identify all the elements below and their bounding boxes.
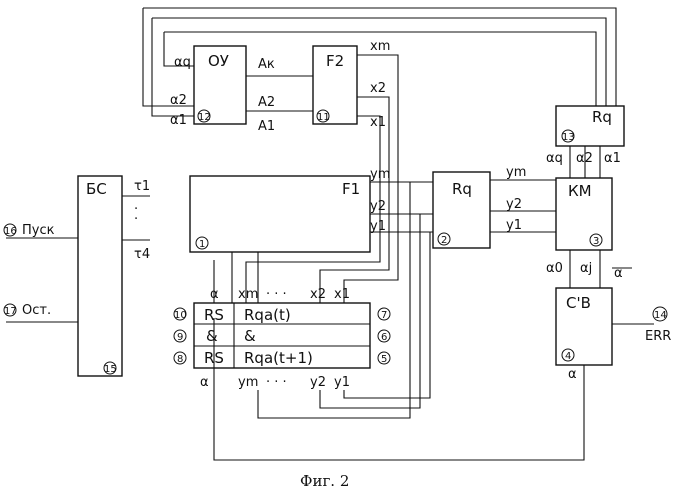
reg-bottom-dots: · · · <box>266 375 287 390</box>
km-in-aq: αq <box>546 151 563 166</box>
reg-row2-right: & <box>244 327 256 345</box>
ou-in-aq: αq <box>174 55 191 70</box>
cb-in-a0: α0 <box>546 261 563 276</box>
ost-number: 17 <box>4 306 17 317</box>
f2-out-x2: x2 <box>370 81 386 96</box>
reg-top-alpha: α <box>210 287 219 302</box>
wires <box>6 8 654 460</box>
rq2-out-y2: y2 <box>506 197 522 212</box>
block-rq-top: Rq 13 <box>556 106 624 146</box>
km-in-a1: α1 <box>604 151 621 166</box>
bs-box <box>78 176 122 376</box>
reg-bottom-alpha: α <box>200 375 209 390</box>
reg-row2-left: & <box>206 327 218 345</box>
cb-out-alpha: α <box>568 367 577 382</box>
rq13-number: 13 <box>562 132 575 143</box>
figure-caption: Фиг. 2 <box>300 472 349 490</box>
reg-num10: 10 <box>174 310 187 321</box>
ou-name: ОУ <box>208 52 229 70</box>
km-in-a2: α2 <box>576 151 593 166</box>
reg-top-dots: · · · <box>266 287 287 302</box>
reg-row1-right: Rqa(t) <box>244 306 291 324</box>
rq2-name: Rq <box>452 180 472 198</box>
bs-out-tau1: τ1 <box>134 179 150 194</box>
km-number: 3 <box>593 236 599 247</box>
f2-out-x1: x1 <box>370 115 386 130</box>
reg-top-xm: xm <box>238 287 258 302</box>
f1-number: 1 <box>199 239 205 250</box>
block-register: α xm · · · x2 x1 RS Rqa(t) & & RS Rqa(t+… <box>174 287 390 390</box>
block-cb: С'В 4 α0 αj α α 14 ERR <box>546 261 671 382</box>
f1-out-ym: ym <box>370 167 390 182</box>
ost-label: Ост. <box>22 303 51 318</box>
ou-in-a2: α2 <box>170 93 187 108</box>
rq2-out-ym: ym <box>506 165 526 180</box>
f1-out-y2: y2 <box>370 199 386 214</box>
block-f2: F2 11 xm x2 x1 <box>313 39 390 130</box>
reg-num8: 8 <box>177 354 183 365</box>
rq2-number: 2 <box>441 235 447 246</box>
rq2-out-y1: y1 <box>506 218 522 233</box>
f2-name: F2 <box>326 52 344 70</box>
reg-top-x2: x2 <box>310 287 326 302</box>
reg-bottom-y2: y2 <box>310 375 326 390</box>
reg-bottom-ym: ym <box>238 375 258 390</box>
reg-num7: 7 <box>381 310 387 321</box>
reg-row3-left: RS <box>204 349 224 367</box>
pusk-label: Пуск <box>22 223 55 238</box>
block-bs: БС 15 τ1 τ4 · · 16 Пуск 17 Ост. <box>4 176 150 376</box>
bs-name: БС <box>86 180 107 198</box>
bs-out-tau4: τ4 <box>134 247 150 262</box>
reg-num5: 5 <box>381 354 387 365</box>
reg-row3-right: Rqa(t+1) <box>244 349 313 367</box>
f1-out-y1: y1 <box>370 219 386 234</box>
cb-number: 4 <box>565 351 571 362</box>
km-name: КМ <box>568 182 592 200</box>
ou-out-a1: A1 <box>258 119 275 134</box>
ou-out-a2: A2 <box>258 95 275 110</box>
bs-number: 15 <box>104 364 117 375</box>
bs-dots-2: · <box>134 212 138 227</box>
ou-number: 12 <box>198 112 211 123</box>
rq13-name: Rq <box>592 108 612 126</box>
cb-in-alpha: α <box>614 266 623 281</box>
err-number: 14 <box>654 310 667 321</box>
wire-x1 <box>246 116 380 303</box>
ou-out-ak: Aк <box>258 57 275 72</box>
block-rq-mid: Rq 2 ym y2 y1 <box>433 165 526 248</box>
reg-bottom-y1: y1 <box>334 375 350 390</box>
err-label: ERR <box>645 329 671 344</box>
reg-num9: 9 <box>177 332 183 343</box>
block-ou: ОУ 12 αq α2 α1 Aк A2 A1 <box>170 46 275 134</box>
cb-in-aj: αj <box>580 261 592 276</box>
block-f1: F1 1 ym y2 y1 <box>190 167 390 252</box>
wire-loop-outer-left <box>143 8 174 106</box>
reg-num6: 6 <box>381 332 387 343</box>
pusk-number: 16 <box>4 226 17 237</box>
f2-number: 11 <box>317 112 330 123</box>
reg-row1-left: RS <box>204 306 224 324</box>
reg-top-x1: x1 <box>334 287 350 302</box>
cb-name: С'В <box>566 294 591 312</box>
block-km: КМ 3 αq α2 α1 <box>546 151 621 250</box>
ou-in-a1: α1 <box>170 113 187 128</box>
f2-out-xm: xm <box>370 39 390 54</box>
f1-name: F1 <box>342 180 360 198</box>
